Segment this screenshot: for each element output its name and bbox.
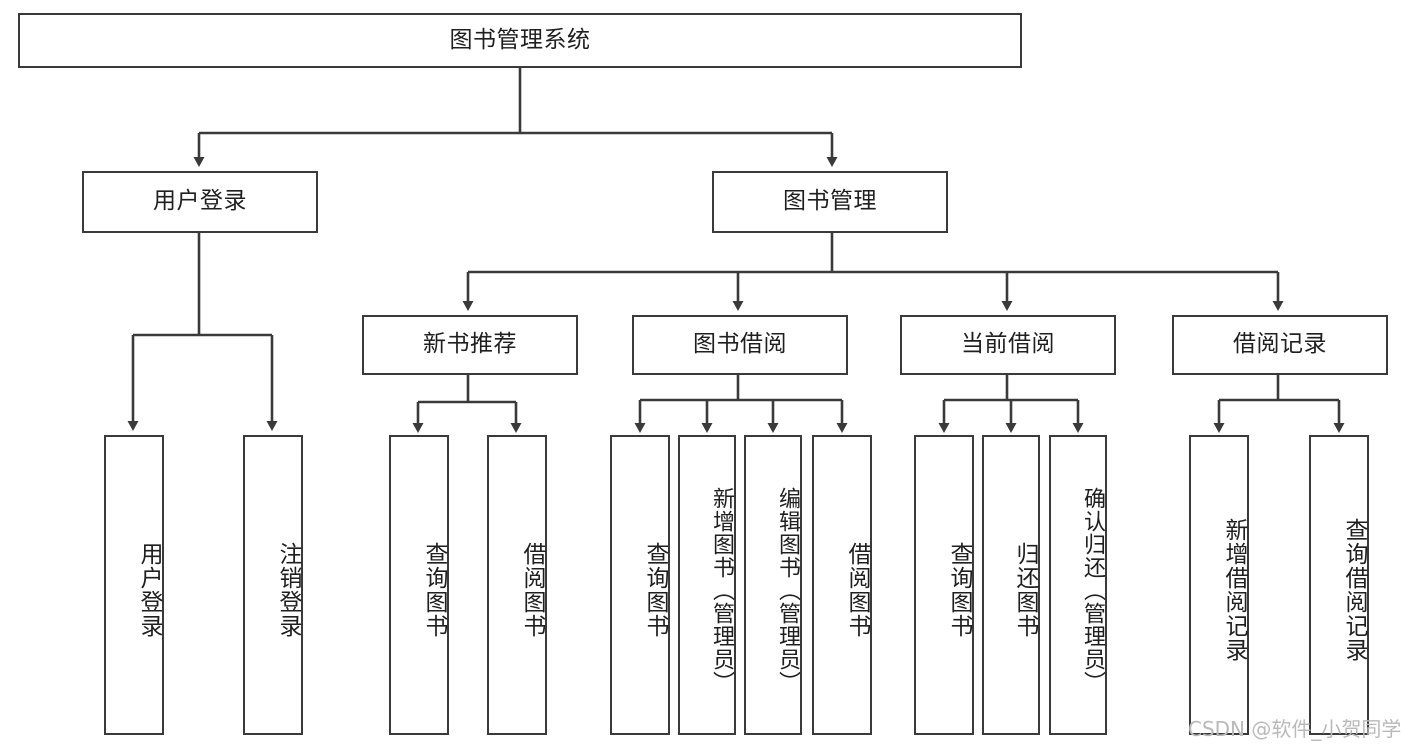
node-label: 借阅图书 <box>844 542 870 638</box>
leaf-current-return-book[interactable]: 归还图书 <box>982 435 1040 735</box>
node-label: 新增图书（管理员） <box>709 486 734 694</box>
node-label: 借阅记录 <box>1233 331 1327 358</box>
node-label: 查询图书 <box>421 542 447 638</box>
node-label: 图书管理 <box>783 188 877 215</box>
node-label: 新增借阅记录 <box>1221 518 1247 662</box>
node-label: 借阅图书 <box>519 542 545 638</box>
node-label: 图书借阅 <box>693 331 787 358</box>
node-label: 用户登录 <box>136 542 162 638</box>
node-user-login[interactable]: 用户登录 <box>82 171 318 233</box>
node-label: 查询图书 <box>946 542 972 638</box>
leaf-new-book-borrow[interactable]: 借阅图书 <box>487 435 547 735</box>
node-root-system[interactable]: 图书管理系统 <box>18 13 1022 68</box>
leaf-current-confirm-return-admin[interactable]: 确认归还（管理员） <box>1049 435 1107 735</box>
node-label: 新书推荐 <box>423 331 517 358</box>
leaf-new-book-query[interactable]: 查询图书 <box>389 435 449 735</box>
node-label: 归还图书 <box>1012 542 1038 638</box>
node-label: 查询图书 <box>642 542 668 638</box>
leaf-logout[interactable]: 注销登录 <box>243 435 303 735</box>
node-label: 编辑图书（管理员） <box>775 486 800 694</box>
node-book-borrow[interactable]: 图书借阅 <box>632 315 848 375</box>
node-label: 图书管理系统 <box>449 26 591 53</box>
node-new-book-recommend[interactable]: 新书推荐 <box>362 315 578 375</box>
node-label: 查询借阅记录 <box>1341 518 1367 662</box>
leaf-borrow-add-book-admin[interactable]: 新增图书（管理员） <box>678 435 736 735</box>
leaf-record-query[interactable]: 查询借阅记录 <box>1309 435 1369 735</box>
node-label: 确认归还（管理员） <box>1080 486 1105 694</box>
leaf-current-query-book[interactable]: 查询图书 <box>914 435 974 735</box>
node-label: 用户登录 <box>153 188 247 215</box>
node-book-management[interactable]: 图书管理 <box>712 171 948 233</box>
csdn-watermark: CSDN @软件_小贺同学 <box>1188 717 1402 741</box>
leaf-borrow-borrow-book[interactable]: 借阅图书 <box>812 435 872 735</box>
leaf-borrow-query-book[interactable]: 查询图书 <box>610 435 670 735</box>
leaf-record-add[interactable]: 新增借阅记录 <box>1189 435 1249 735</box>
node-current-borrow[interactable]: 当前借阅 <box>900 315 1116 375</box>
node-borrow-record[interactable]: 借阅记录 <box>1172 315 1388 375</box>
leaf-user-login[interactable]: 用户登录 <box>104 435 164 735</box>
leaf-borrow-edit-book-admin[interactable]: 编辑图书（管理员） <box>744 435 802 735</box>
node-label: 当前借阅 <box>961 331 1055 358</box>
node-label: 注销登录 <box>275 542 301 638</box>
